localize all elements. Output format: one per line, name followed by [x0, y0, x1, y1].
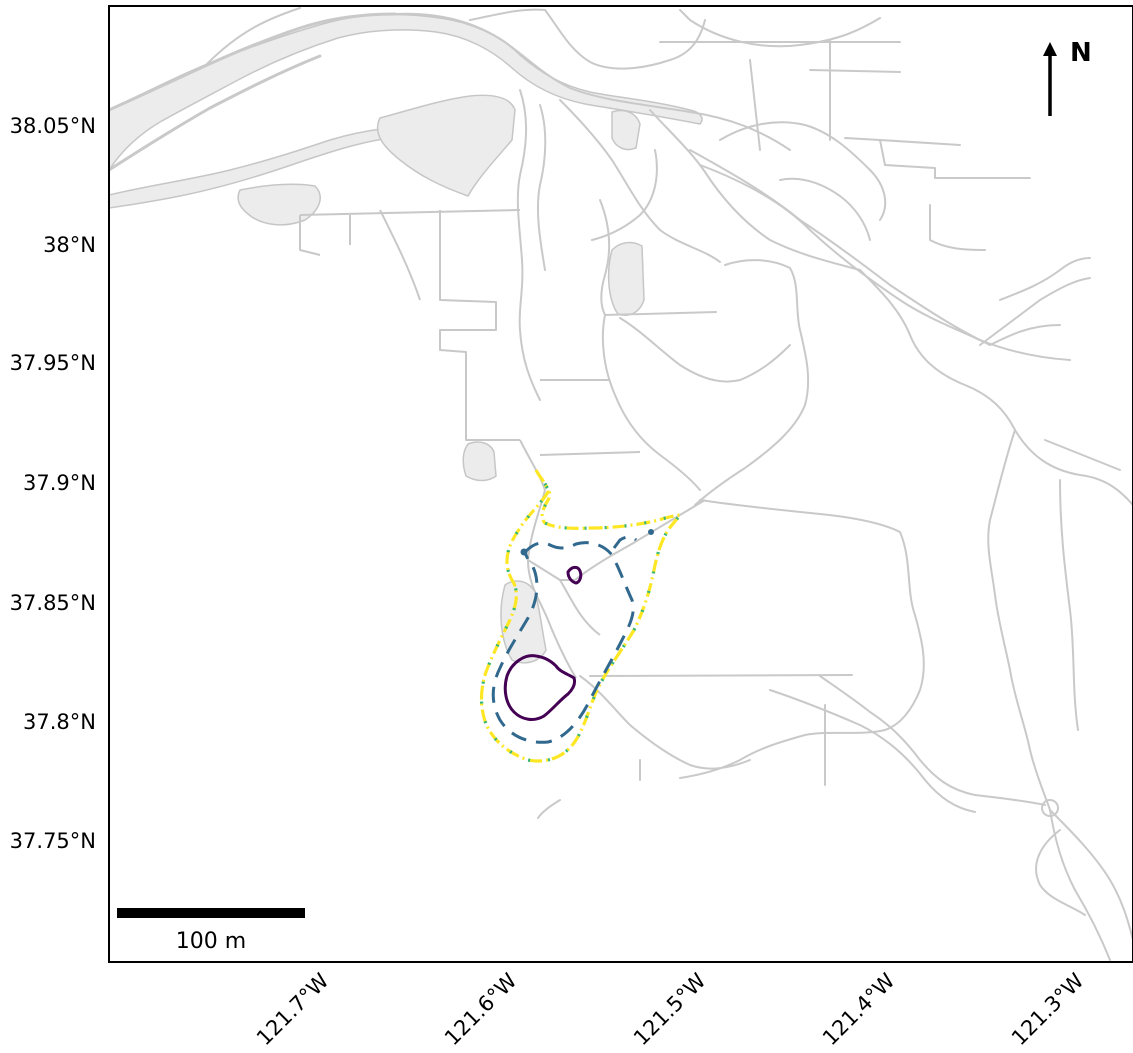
north-arrow-head-icon [1043, 42, 1057, 56]
lat-tick-label: 38.05°N [10, 114, 96, 138]
contour-inner [503, 565, 583, 721]
island-fill-5 [611, 109, 641, 151]
north-arrow: N [1043, 38, 1092, 116]
longitude-axis: 121.7°W 121.6°W 121.5°W 121.4°W 121.3°W [252, 968, 1089, 1050]
main-river [109, 13, 703, 172]
contour-middle [491, 529, 654, 744]
lon-tick-label: 121.3°W [1007, 968, 1089, 1050]
contour-point-marker [520, 548, 528, 556]
contour-point-marker [648, 529, 654, 535]
lon-tick-label: 121.5°W [629, 968, 711, 1050]
island-fill-1 [376, 94, 516, 197]
river-network [109, 7, 1133, 961]
lat-tick-label: 37.75°N [10, 829, 96, 853]
contour-outer [479, 469, 684, 763]
lat-tick-label: 37.85°N [10, 591, 96, 615]
lat-tick-label: 37.95°N [10, 351, 96, 375]
lon-tick-label: 121.4°W [818, 968, 900, 1050]
north-arrow-label: N [1070, 38, 1092, 68]
basemap-layer [109, 7, 1133, 961]
lon-tick-label: 121.7°W [252, 968, 334, 1050]
lon-tick-label: 121.6°W [440, 968, 522, 1050]
scale-bar-line [117, 908, 305, 918]
scale-bar: 100 m [117, 908, 305, 954]
road-network [299, 209, 706, 679]
island-fill-4 [462, 441, 497, 482]
island-fill-2 [237, 183, 321, 226]
lat-tick-label: 37.9°N [23, 471, 96, 495]
lat-tick-label: 37.8°N [23, 710, 96, 734]
scale-bar-label: 100 m [176, 929, 246, 954]
map-frame [108, 5, 1133, 963]
latitude-axis: 38.05°N 38°N 37.95°N 37.9°N 37.85°N 37.8… [10, 114, 96, 853]
island-fill-3 [607, 241, 645, 316]
lat-tick-label: 38°N [43, 233, 96, 257]
